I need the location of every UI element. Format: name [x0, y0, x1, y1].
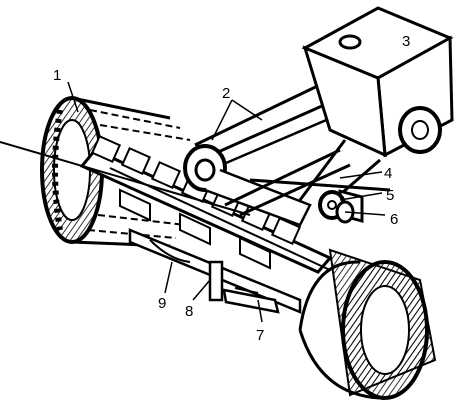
callout-9: 9 [158, 295, 166, 312]
callout-4: 4 [384, 165, 392, 182]
belt-drive [183, 78, 346, 227]
shaft-axis-line [0, 141, 251, 216]
callout-1: 1 [53, 67, 61, 84]
gearbox-housing [301, 6, 454, 223]
right-spiked-drum [298, 248, 437, 400]
shaft-pulleys [318, 190, 355, 224]
callout-2: 2 [222, 85, 230, 102]
leader-lines [67, 81, 386, 323]
tool-crossbar [79, 134, 333, 274]
support-leg [208, 260, 280, 314]
callout-7: 7 [256, 327, 264, 344]
callout-8: 8 [185, 303, 193, 320]
callout-labels: 1 2 3 4 5 6 7 8 9 [53, 33, 410, 344]
callout-3: 3 [402, 33, 410, 50]
callout-5: 5 [386, 187, 394, 204]
callout-6: 6 [390, 211, 398, 228]
